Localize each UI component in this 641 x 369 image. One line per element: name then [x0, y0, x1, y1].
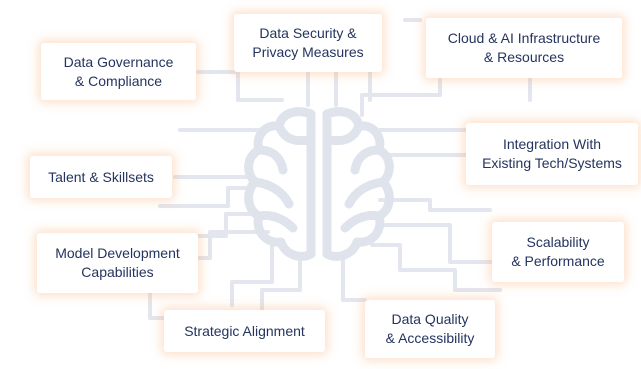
- card-integration: Integration With Existing Tech/Systems: [466, 123, 638, 185]
- card-label-talent: Talent & Skillsets: [48, 168, 154, 185]
- card-data-security: Data Security & Privacy Measures: [234, 14, 382, 72]
- card-label-data-quality: Data Quality & Accessibility: [385, 311, 475, 346]
- card-label-data-governance: Data Governance & Compliance: [63, 53, 174, 89]
- card-scalability: Scalability & Performance: [492, 222, 624, 282]
- card-label-model-dev: Model Development Capabilities: [55, 245, 180, 280]
- card-data-governance: Data Governance & Compliance: [41, 43, 196, 100]
- card-model-dev: Model Development Capabilities: [37, 233, 198, 293]
- card-label-cloud-ai: Cloud & AI Infrastructure & Resources: [447, 30, 601, 65]
- card-cloud-ai: Cloud & AI Infrastructure & Resources: [426, 18, 622, 78]
- card-talent: Talent & Skillsets: [30, 156, 172, 198]
- brain-icon: [244, 107, 394, 261]
- card-label-strategic: Strategic Alignment: [184, 322, 305, 339]
- card-label-scalability: Scalability & Performance: [511, 234, 605, 269]
- card-data-quality: Data Quality & Accessibility: [365, 300, 495, 358]
- card-strategic: Strategic Alignment: [164, 310, 325, 352]
- card-label-data-security: Data Security & Privacy Measures: [252, 25, 364, 60]
- card-label-integration: Integration With Existing Tech/Systems: [482, 136, 622, 171]
